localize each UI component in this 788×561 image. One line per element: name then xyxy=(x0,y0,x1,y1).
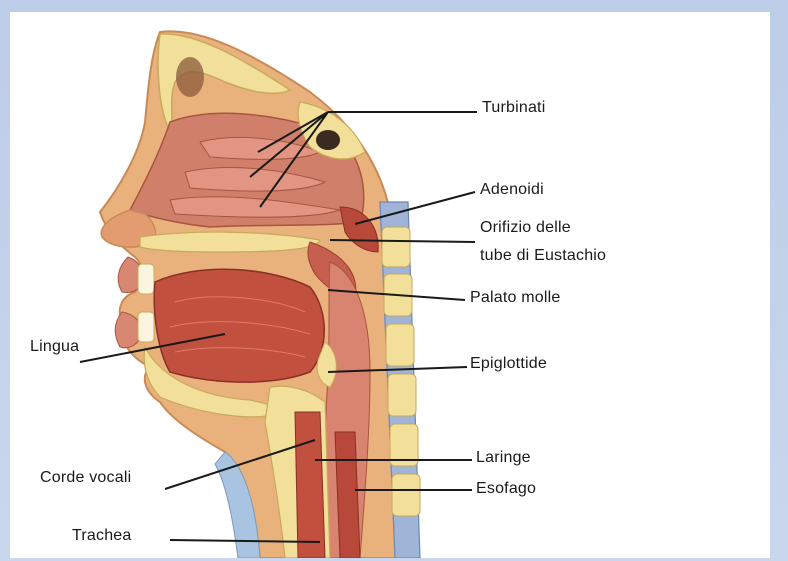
label-turbinati: Turbinati xyxy=(482,98,545,117)
label-adenoidi: Adenoidi xyxy=(480,180,544,199)
label-trachea: Trachea xyxy=(72,526,132,545)
label-corde-vocali: Corde vocali xyxy=(40,468,131,487)
label-orifizio-line1: Orifizio delle xyxy=(480,218,571,237)
label-laringe: Laringe xyxy=(476,448,531,467)
sphenoid-sinus xyxy=(316,130,340,150)
trachea xyxy=(295,412,325,558)
anatomy-figure: Turbinati Adenoidi Orifizio delle tube d… xyxy=(10,12,770,558)
label-lingua: Lingua xyxy=(30,337,79,356)
frontal-sinus xyxy=(176,57,204,97)
label-esofago: Esofago xyxy=(476,479,536,498)
label-orifizio-line2: tube di Eustachio xyxy=(480,246,606,265)
upper-teeth xyxy=(138,264,154,294)
esophagus xyxy=(335,432,360,558)
label-palato-molle: Palato molle xyxy=(470,288,560,307)
lower-teeth xyxy=(138,312,154,342)
label-epiglottide: Epiglottide xyxy=(470,354,547,373)
tongue xyxy=(154,269,324,382)
